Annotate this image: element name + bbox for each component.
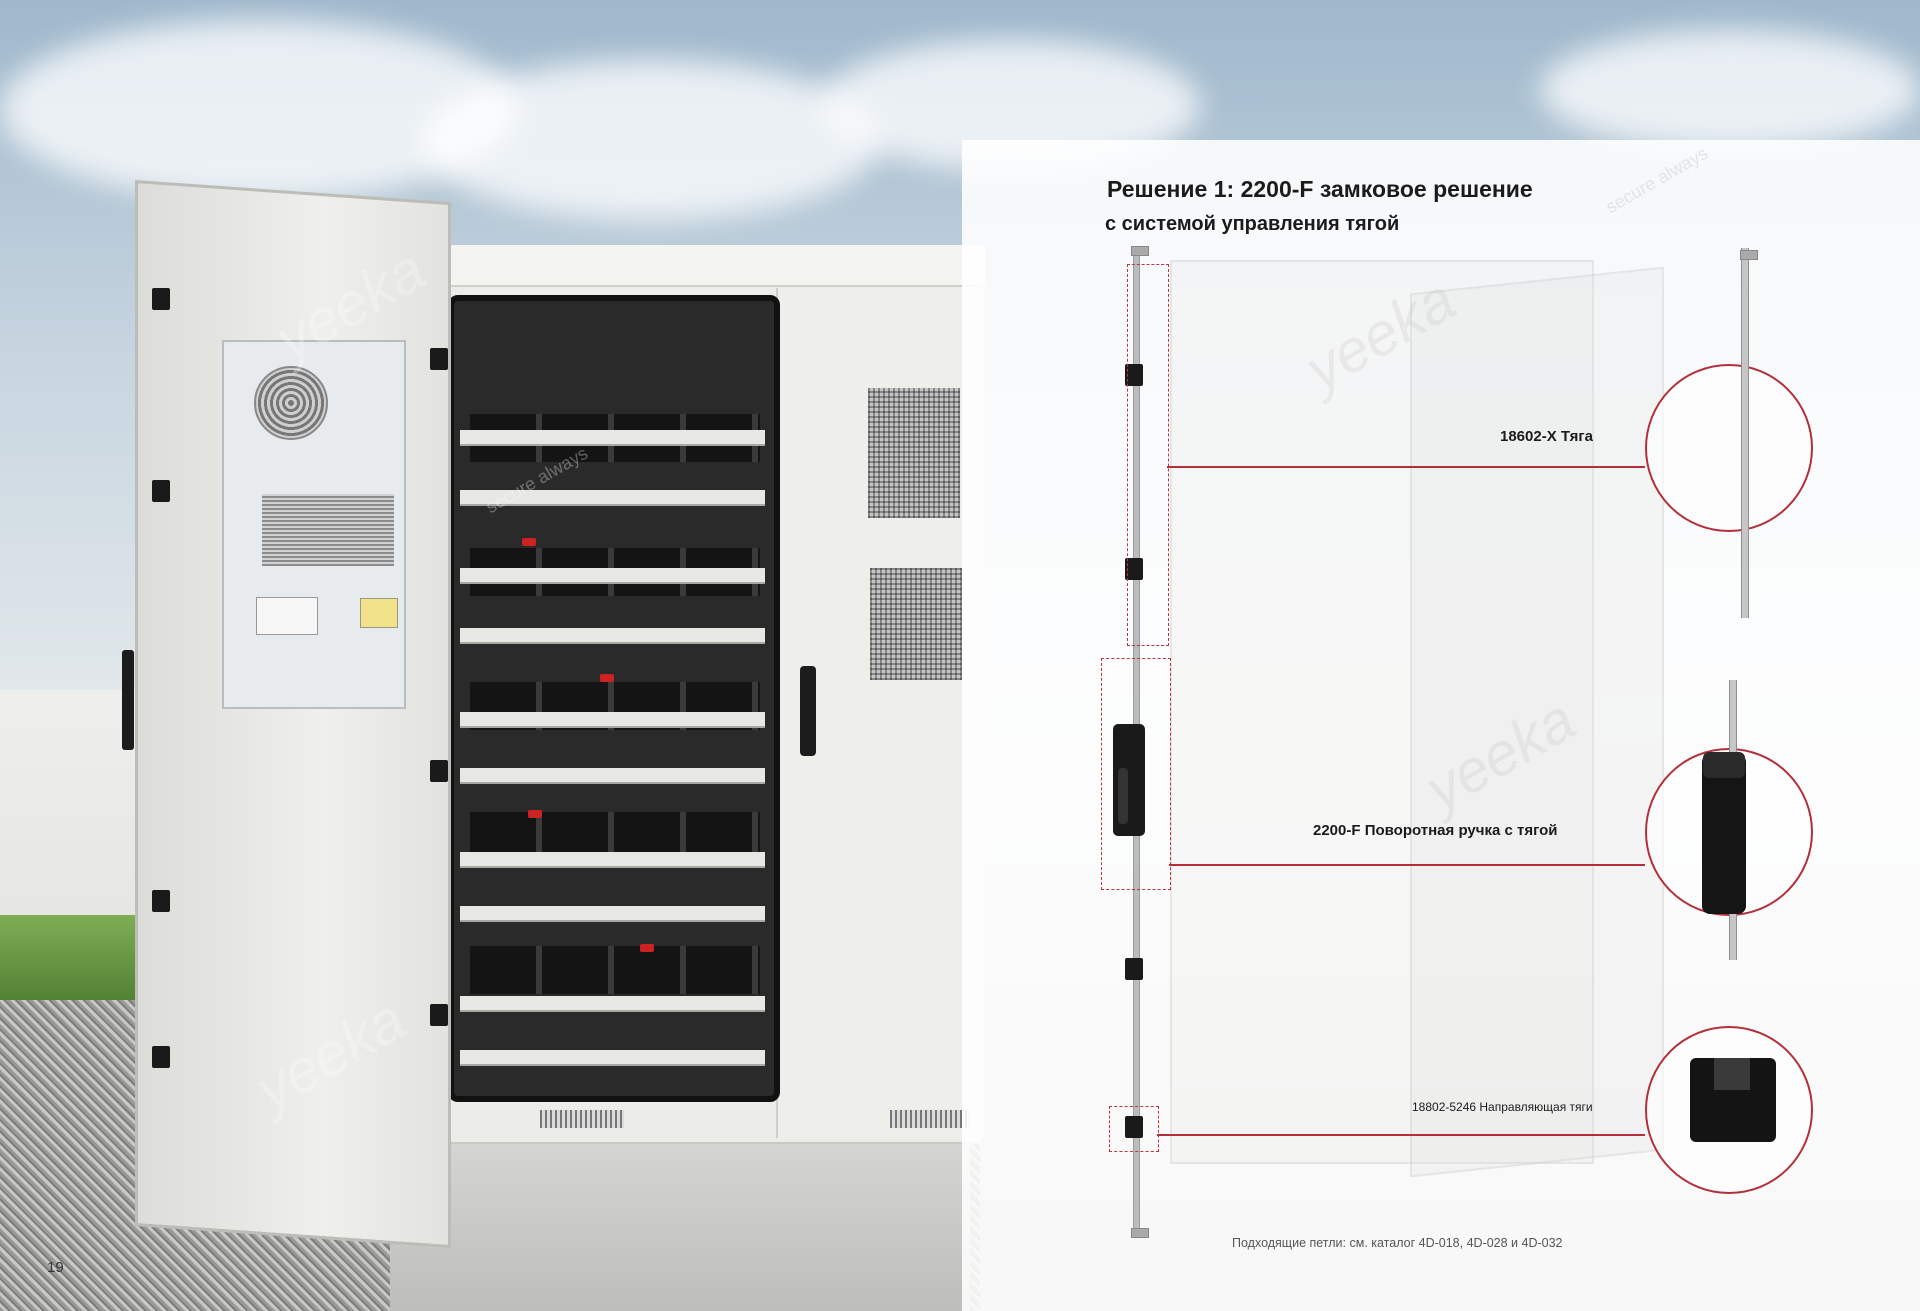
page-title: Решение 1: 2200-F замковое решение [1107, 176, 1533, 202]
battery-terminal [522, 538, 536, 546]
shelf [460, 768, 765, 784]
bottom-vent [540, 1110, 624, 1128]
shelf [460, 906, 765, 922]
door-vent-lower [870, 568, 962, 680]
bottom-vent [890, 1110, 970, 1128]
leader-line-guide [1157, 1134, 1645, 1136]
battery-terminal [640, 944, 654, 952]
rod-guide [1125, 558, 1143, 580]
door-latch [152, 288, 170, 310]
highlight-box-guide [1109, 1106, 1159, 1152]
hinge [430, 1004, 448, 1026]
door-side-handle [122, 650, 134, 750]
shelf [460, 490, 765, 506]
shelf [460, 852, 765, 868]
callout-label-rod: 18602-X Тяга [1500, 428, 1594, 445]
page-subtitle: с системой управления тягой [1105, 213, 1400, 235]
shelf [460, 568, 765, 584]
hinge [430, 348, 448, 370]
concrete-plinth [390, 1130, 970, 1311]
shelf [460, 628, 765, 644]
detail-guide-notch [1714, 1058, 1750, 1090]
rod-bottom-hook [1131, 1228, 1149, 1238]
page-number: 19 [47, 1259, 64, 1276]
shelf [460, 430, 765, 446]
callout-label-guide: 18802-5246 Направляющая тяги [1412, 1100, 1593, 1114]
battery-row [470, 946, 760, 994]
door-latch [152, 1046, 170, 1068]
ac-vent [262, 494, 394, 566]
cloud [0, 20, 520, 200]
detail-rod-hook [1740, 250, 1758, 260]
battery-terminal [528, 810, 542, 818]
rod-guide [1125, 1116, 1143, 1138]
shelf [460, 996, 765, 1012]
cabinet-door-handle [800, 666, 816, 756]
door-vent-upper [868, 388, 960, 518]
detail-circle-rod [1645, 364, 1813, 532]
ac-label-plate [256, 597, 318, 635]
rod-top-hook [1131, 246, 1149, 256]
detail-swing-handle [1702, 754, 1746, 914]
detail-rod [1741, 248, 1749, 618]
fan-icon [254, 366, 328, 440]
ghost-cabinet-image [1170, 260, 1594, 1164]
shelf [460, 712, 765, 728]
leader-line-rod [1167, 466, 1645, 468]
shelf [460, 1050, 765, 1066]
door-latch [152, 480, 170, 502]
hinge [430, 760, 448, 782]
swing-handle-grip [1118, 768, 1128, 824]
detail-handle-cap [1703, 752, 1745, 778]
cloud [420, 60, 880, 220]
ac-warning-label [360, 598, 398, 628]
leader-line-handle [1169, 864, 1645, 866]
rod-guide [1125, 958, 1143, 980]
rod-guide [1125, 364, 1143, 386]
cabinet-roof [395, 245, 985, 287]
hinges-footnote: Подходящие петли: см. каталог 4D-018, 4D… [1232, 1236, 1563, 1250]
highlight-box-handle [1101, 658, 1171, 890]
highlight-box-rod [1127, 264, 1169, 646]
door-latch [152, 890, 170, 912]
callout-label-handle: 2200-F Поворотная ручка с тягой [1313, 822, 1558, 839]
battery-terminal [600, 674, 614, 682]
cloud [1540, 30, 1920, 150]
grass [0, 915, 135, 1005]
